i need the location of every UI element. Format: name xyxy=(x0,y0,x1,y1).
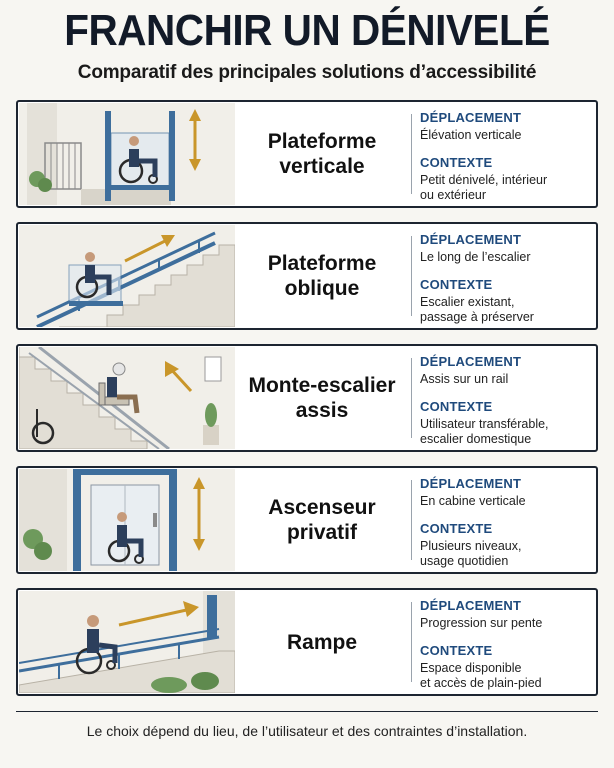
solution-name-line1: Rampe xyxy=(286,630,358,654)
label-contexte: CONTEXTE xyxy=(420,277,493,292)
value-contexte: Plusieurs niveaux, usage quotidien xyxy=(420,539,522,568)
solution-name-line1: Ascenseur xyxy=(268,496,376,519)
label-deplacement: DÉPLACEMENT xyxy=(420,232,522,247)
page-subtitle: Comparatif des principales solutions d’a… xyxy=(77,62,537,83)
divider xyxy=(411,358,412,438)
solution-info: DÉPLACEMENT Progression sur pente CONTEX… xyxy=(420,598,598,691)
label-contexte: CONTEXTE xyxy=(420,155,493,170)
ramp-illustration xyxy=(19,591,235,693)
card-plateforme-oblique: Plateforme oblique DÉPLACEMENT Le long d… xyxy=(16,222,598,330)
divider xyxy=(411,480,412,560)
solution-info: DÉPLACEMENT Élévation verticale CONTEXTE… xyxy=(420,110,598,203)
divider xyxy=(411,114,412,194)
solution-name-line1: Monte-escalier xyxy=(248,374,396,397)
solution-name: Rampe xyxy=(238,590,406,694)
card-monte-escalier-assis: Monte-escalier assis DÉPLACEMENT Assis s… xyxy=(16,344,598,452)
value-contexte: Espace disponible et accès de plain-pied xyxy=(420,661,542,690)
solution-name-line2: privatif xyxy=(286,521,357,544)
solution-info: DÉPLACEMENT Le long de l’escalier CONTEX… xyxy=(420,232,598,325)
label-contexte: CONTEXTE xyxy=(420,399,493,414)
label-contexte: CONTEXTE xyxy=(420,521,493,536)
footer-note: Le choix dépend du lieu, de l’utilisateu… xyxy=(86,723,528,739)
card-plateforme-verticale: Plateforme verticale DÉPLACEMENT Élévati… xyxy=(16,100,598,208)
value-deplacement: En cabine verticale xyxy=(420,494,526,508)
label-contexte: CONTEXTE xyxy=(420,643,493,658)
card-rampe: Rampe DÉPLACEMENT Progression sur pente … xyxy=(16,588,598,696)
value-deplacement: Progression sur pente xyxy=(420,616,543,630)
label-deplacement: DÉPLACEMENT xyxy=(420,354,522,369)
stairlift-illustration xyxy=(19,347,235,449)
value-deplacement: Le long de l’escalier xyxy=(420,250,531,264)
page-title: FRANCHIR UN DÉNIVELÉ xyxy=(64,6,550,55)
label-deplacement: DÉPLACEMENT xyxy=(420,476,522,491)
footer-divider xyxy=(16,711,598,712)
value-contexte: Petit dénivelé, intérieur ou extérieur xyxy=(420,173,548,202)
solution-name-line2: verticale xyxy=(279,155,365,178)
divider xyxy=(411,602,412,682)
value-contexte: Utilisateur transférable, escalier domes… xyxy=(420,417,549,446)
solution-name-line2: assis xyxy=(295,399,349,422)
solution-name-line1: Plateforme xyxy=(267,252,377,275)
label-deplacement: DÉPLACEMENT xyxy=(420,598,522,613)
vertical-platform-illustration xyxy=(19,103,235,205)
solution-name: Monte-escalier assis xyxy=(238,346,406,450)
solution-name-line2: oblique xyxy=(284,277,360,300)
value-contexte: Escalier existant, passage à préserver xyxy=(420,295,534,324)
solution-name-line1: Plateforme xyxy=(267,130,377,153)
solution-name: Ascenseur privatif xyxy=(238,468,406,572)
inclined-platform-illustration xyxy=(19,225,235,327)
label-deplacement: DÉPLACEMENT xyxy=(420,110,522,125)
solution-info: DÉPLACEMENT Assis sur un rail CONTEXTE U… xyxy=(420,354,598,447)
card-ascenseur-privatif: Ascenseur privatif DÉPLACEMENT En cabine… xyxy=(16,466,598,574)
solution-name: Plateforme oblique xyxy=(238,224,406,328)
value-deplacement: Assis sur un rail xyxy=(420,372,509,386)
home-elevator-illustration xyxy=(19,469,235,571)
solution-info: DÉPLACEMENT En cabine verticale CONTEXTE… xyxy=(420,476,598,569)
value-deplacement: Élévation verticale xyxy=(420,128,522,142)
solution-name: Plateforme verticale xyxy=(238,102,406,206)
divider xyxy=(411,236,412,316)
